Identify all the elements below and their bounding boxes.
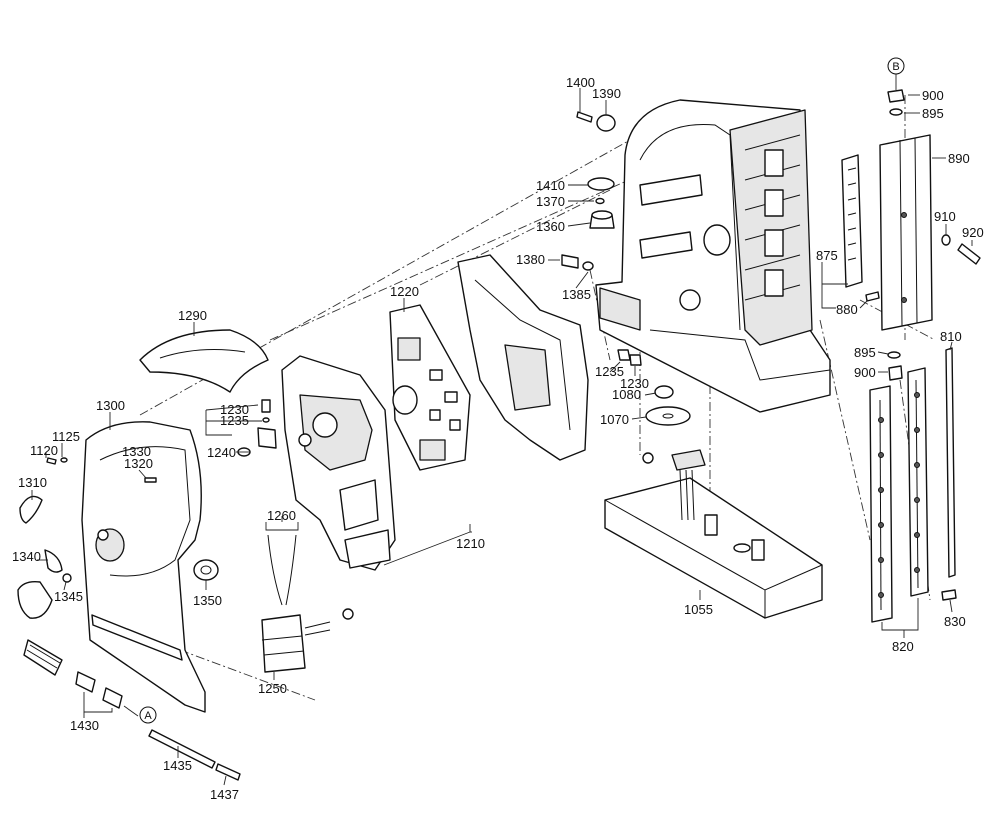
label-1385: 1385 xyxy=(562,287,591,302)
label-1430: 1430 xyxy=(70,718,99,733)
label-1210: 1210 xyxy=(456,536,485,551)
label-810: 810 xyxy=(940,329,962,344)
label-1260: 1260 xyxy=(267,508,296,523)
front-cover-1300 xyxy=(81,421,206,713)
rear-frame xyxy=(457,254,589,461)
label-1120: 1120 xyxy=(30,443,58,458)
label-1330: 1330 xyxy=(122,444,151,459)
label-1235-b: 1235 xyxy=(595,364,624,379)
part-labels: 1400 1390 1410 1370 1360 1380 1385 1220 … xyxy=(12,75,984,802)
label-1360: 1360 xyxy=(536,219,565,234)
lower-middle-parts xyxy=(261,534,354,673)
label-1220: 1220 xyxy=(390,284,419,299)
label-1390: 1390 xyxy=(592,86,621,101)
label-890: 890 xyxy=(948,151,970,166)
leader-lines xyxy=(31,74,973,786)
label-880: 880 xyxy=(836,302,858,317)
label-1125: 1125 xyxy=(52,429,80,444)
label-1350: 1350 xyxy=(193,593,222,608)
callout-a: A xyxy=(139,706,157,724)
callout-a-label: A xyxy=(144,710,152,722)
main-housing xyxy=(595,99,831,413)
label-1380: 1380 xyxy=(516,252,545,267)
middle-cover xyxy=(281,355,396,571)
top-cap-1290 xyxy=(139,329,269,393)
label-920: 920 xyxy=(962,225,984,240)
label-1240: 1240 xyxy=(207,445,236,460)
callout-b-label: B xyxy=(892,61,899,73)
callout-b: B xyxy=(887,57,905,75)
label-1340: 1340 xyxy=(12,549,41,564)
label-1250: 1250 xyxy=(258,681,287,696)
label-1230-b: 1230 xyxy=(620,376,649,391)
label-1437: 1437 xyxy=(210,787,239,802)
label-1370: 1370 xyxy=(536,194,565,209)
label-1345: 1345 xyxy=(54,589,83,604)
label-1310: 1310 xyxy=(18,475,47,490)
label-1055: 1055 xyxy=(684,602,713,617)
label-1300: 1300 xyxy=(96,398,125,413)
label-910: 910 xyxy=(934,209,956,224)
label-820: 820 xyxy=(892,639,914,654)
label-1230-a: 1230 xyxy=(220,402,249,417)
label-900-a: 900 xyxy=(922,88,944,103)
label-895-b: 895 xyxy=(854,345,876,360)
label-1320: 1320 xyxy=(124,456,153,471)
circuit-board xyxy=(389,304,471,471)
label-1410: 1410 xyxy=(536,178,565,193)
label-1290: 1290 xyxy=(178,308,207,323)
label-875: 875 xyxy=(816,248,838,263)
label-830: 830 xyxy=(944,614,966,629)
label-895-a: 895 xyxy=(922,106,944,121)
label-1070: 1070 xyxy=(600,412,629,427)
top-small-parts xyxy=(561,111,691,426)
label-1400: 1400 xyxy=(566,75,595,90)
label-900-b: 900 xyxy=(854,365,876,380)
label-1435: 1435 xyxy=(163,758,192,773)
label-1080: 1080 xyxy=(612,387,641,402)
right-rail-parts xyxy=(841,89,981,623)
base-plate xyxy=(604,449,823,619)
label-1235-a: 1235 xyxy=(220,413,249,428)
